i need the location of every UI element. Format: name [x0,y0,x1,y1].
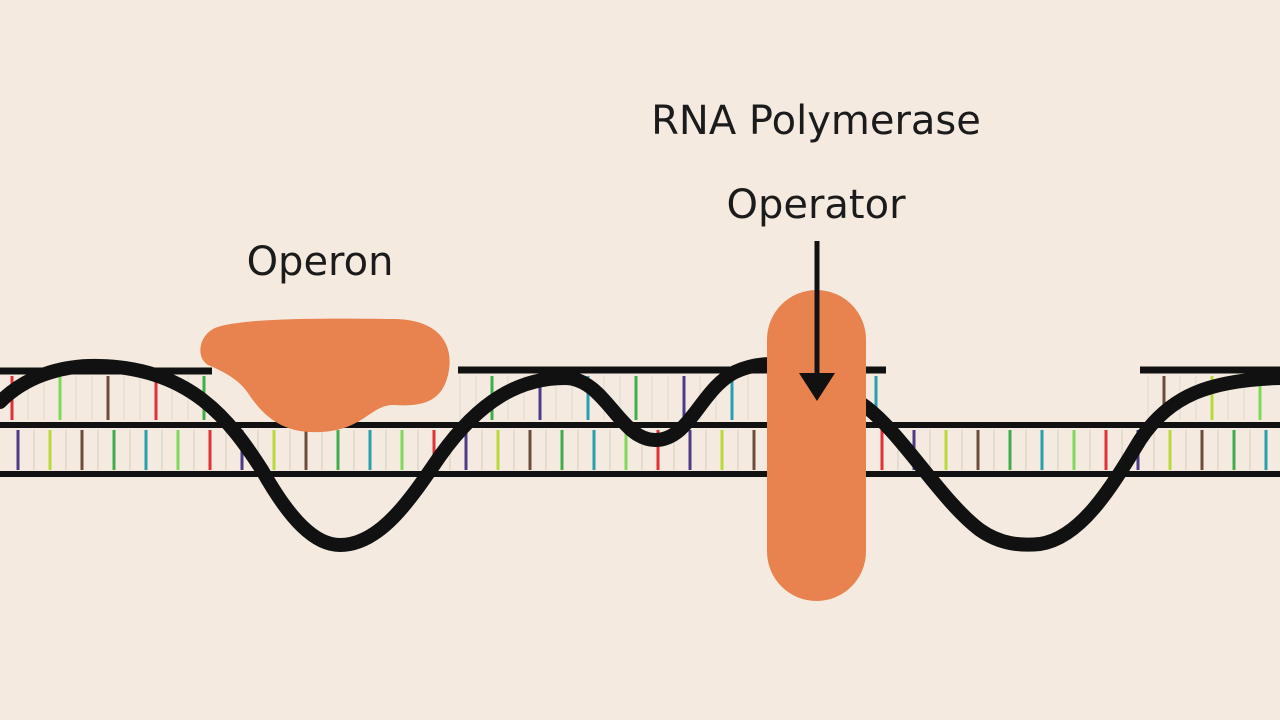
operator-label: Operator [726,182,906,228]
repressor-blob [200,318,450,433]
wavy-dna-strand-right [855,371,1280,552]
arrow-down-icon [799,241,835,401]
base-pair-rungs [10,376,1268,470]
operon-label: Operon [246,239,394,285]
wavy-dna-strand [0,357,779,553]
rna-polymerase-capsule [767,290,866,601]
rna-polymerase-label: RNA Polymerase [651,98,981,144]
